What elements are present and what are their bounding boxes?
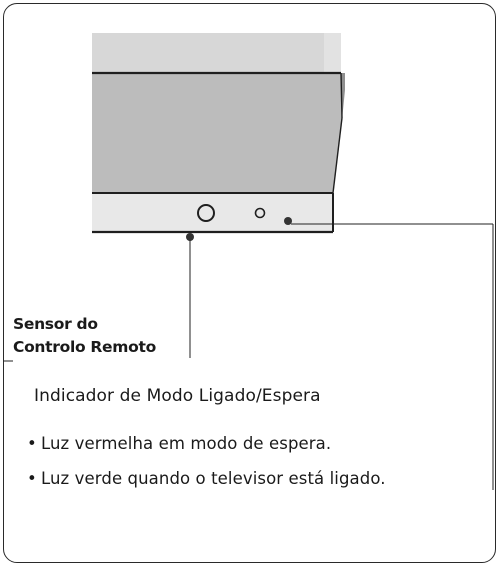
remote-sensor-label-line1: Sensor do (13, 315, 98, 333)
bullet-icon: • (27, 469, 37, 488)
indicator-pointer-dot (284, 217, 292, 225)
remote-sensor-label-line2: Controlo Remoto (13, 338, 156, 356)
tv-bottom-illustration (3, 33, 494, 490)
list-item-text: Luz vermelha em modo de espera. (41, 434, 332, 453)
tv-screen-top-edge (324, 33, 341, 73)
power-button-icon (254, 207, 266, 219)
panel-slant-edge (332, 117, 343, 194)
bullet-icon: • (27, 434, 37, 453)
list-item: •Luz verde quando o televisor está ligad… (27, 461, 386, 496)
tv-middle-panel (92, 73, 342, 193)
power-indicator-list: •Luz vermelha em modo de espera. •Luz ve… (27, 426, 386, 496)
remote-sensor-window (197, 204, 215, 222)
tv-bottom-bezel (92, 193, 333, 232)
remote-sensor-label: Sensor do Controlo Remoto (13, 313, 156, 359)
power-indicator-heading: Indicador de Modo Ligado/Espera (34, 386, 321, 406)
sensor-pointer-dot (186, 233, 194, 241)
list-item-text: Luz verde quando o televisor está ligado… (41, 469, 386, 488)
list-item: •Luz vermelha em modo de espera. (27, 426, 386, 461)
panel-right-edge (340, 72, 343, 119)
tv-screen-top (92, 33, 324, 73)
